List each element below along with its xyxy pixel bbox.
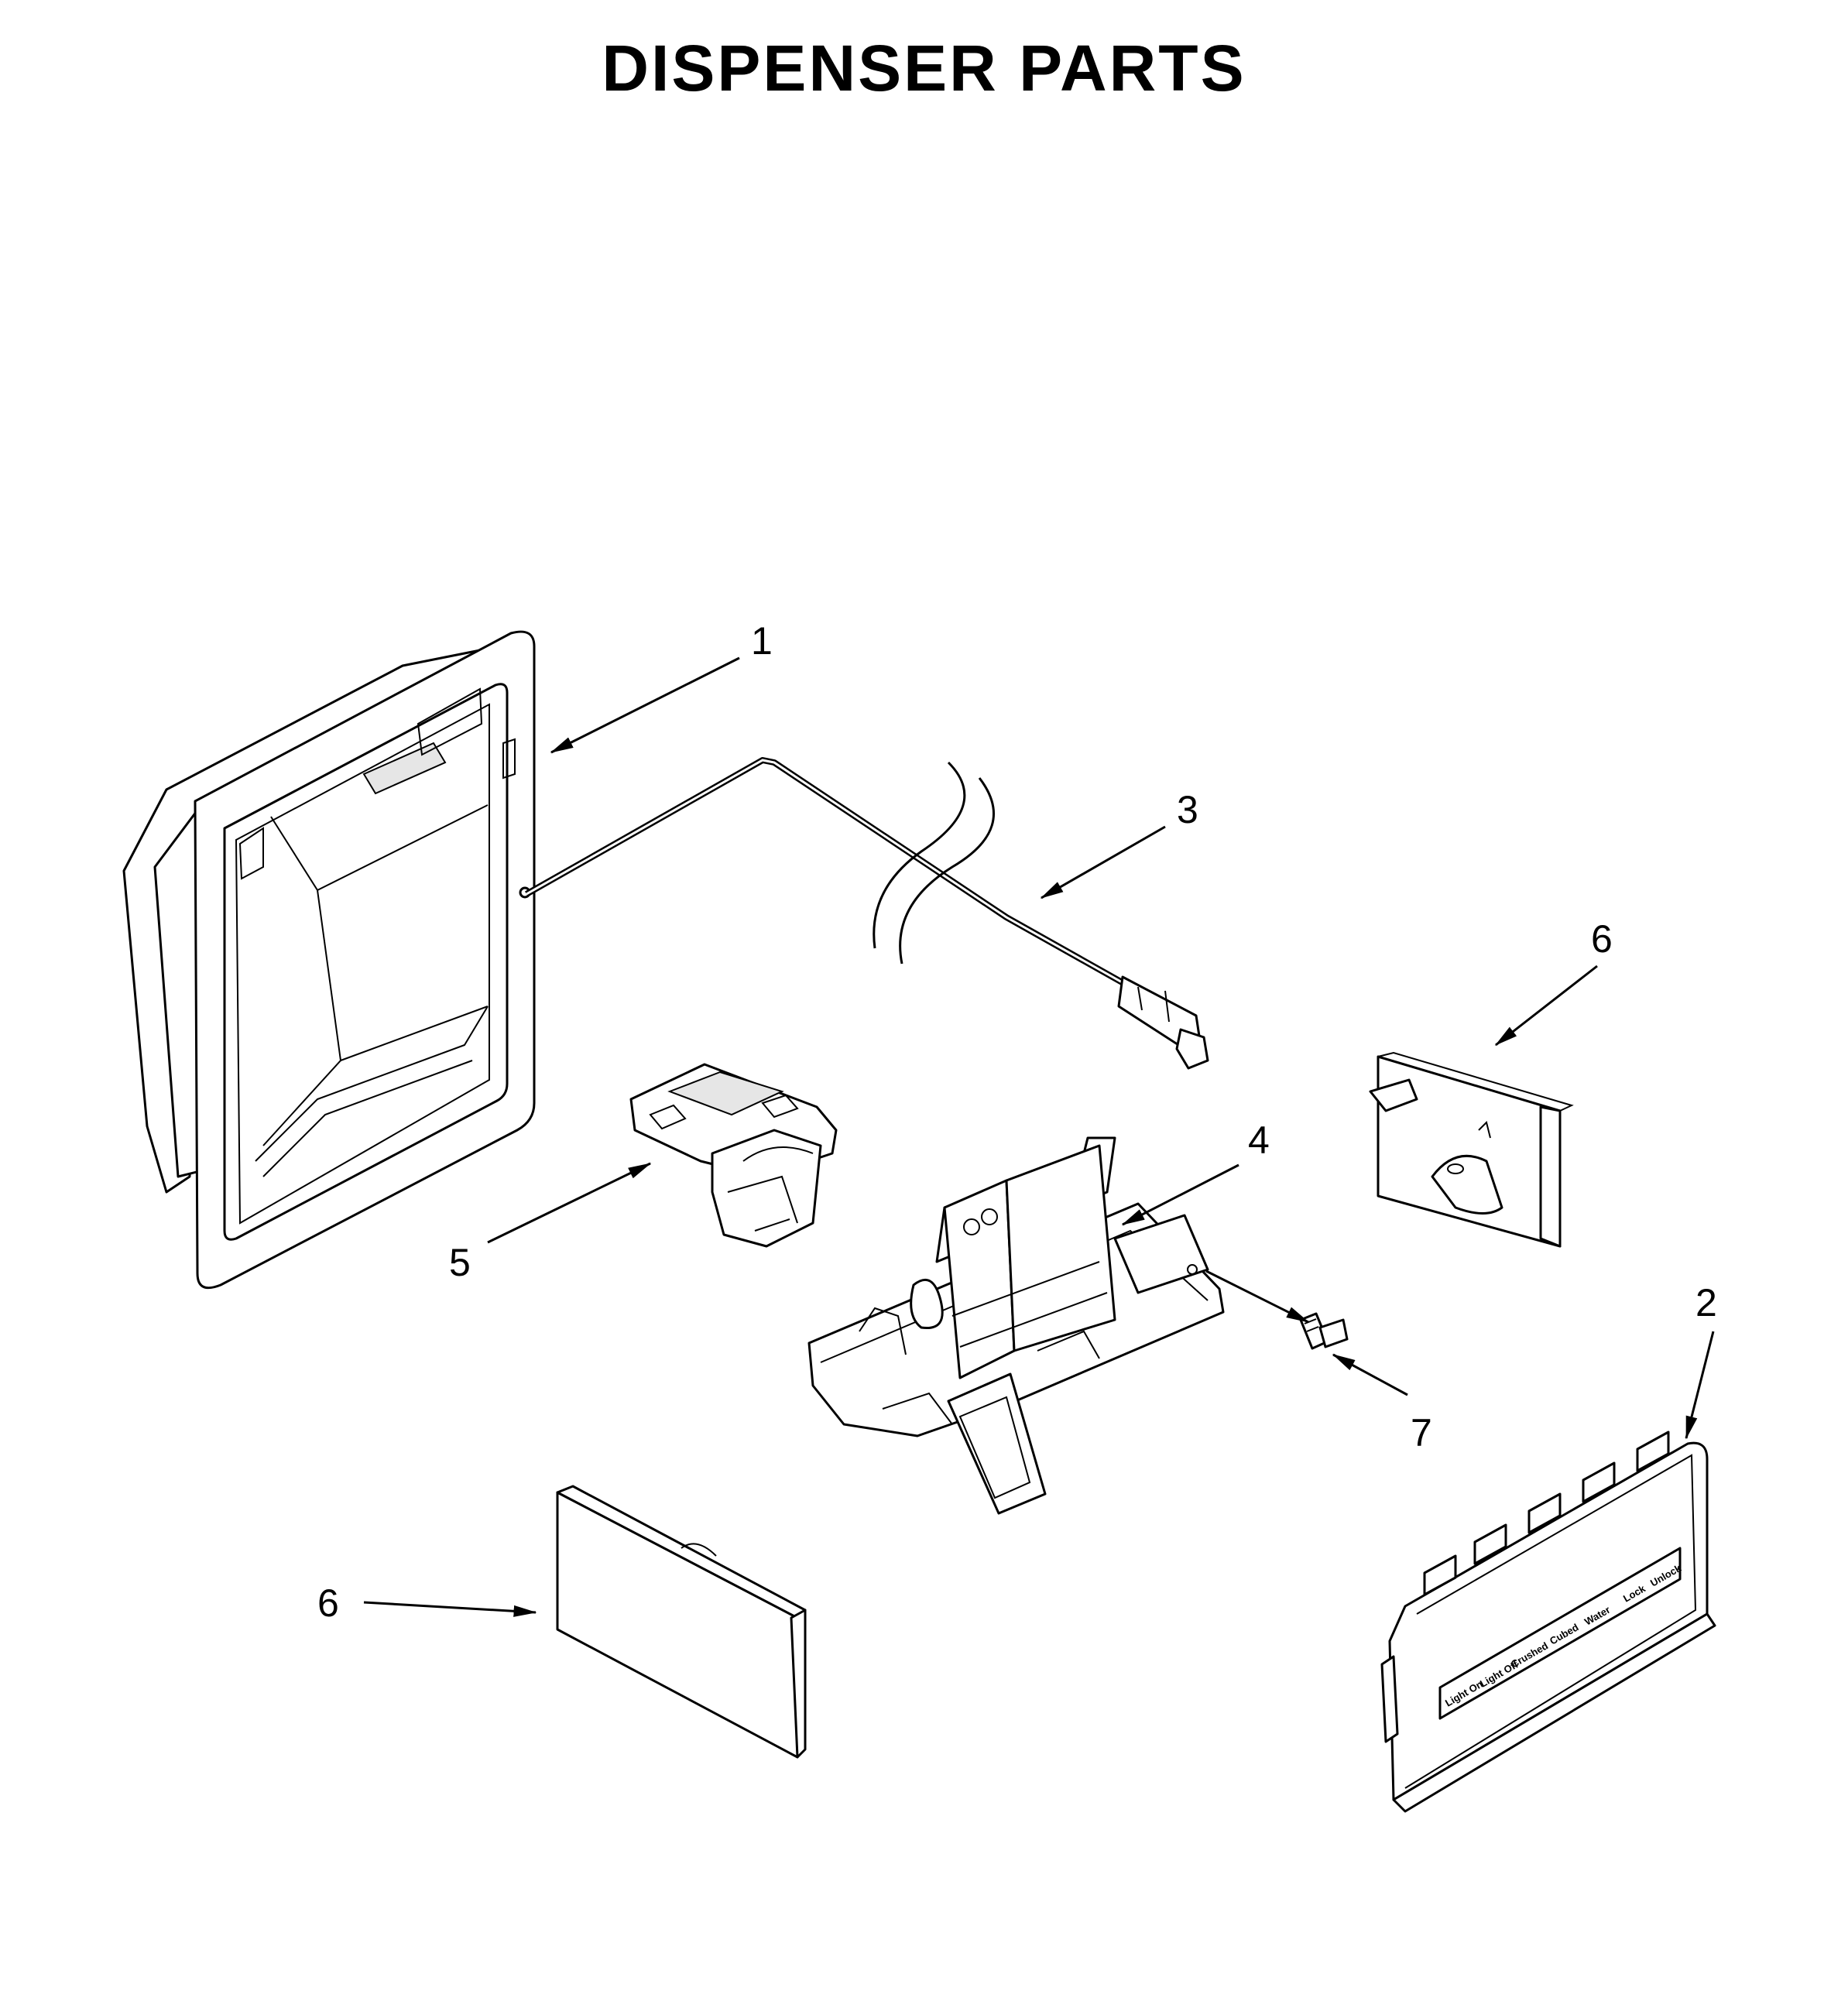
part-1-dispenser-housing bbox=[122, 630, 536, 1290]
leader-7-lower bbox=[1332, 1353, 1408, 1396]
leader-3 bbox=[1040, 825, 1166, 899]
part-3-water-tube bbox=[525, 757, 1209, 1070]
leader-6-lower bbox=[363, 1601, 537, 1617]
callout-labels: 1 2 3 4 5 6 6 7 bbox=[317, 619, 1717, 1625]
leader-6-upper bbox=[1494, 965, 1598, 1047]
leader-5 bbox=[487, 1162, 652, 1244]
part-7-screw bbox=[1299, 1312, 1349, 1350]
callout-7: 7 bbox=[1411, 1411, 1432, 1454]
panel-tabs bbox=[1423, 1431, 1670, 1596]
callout-1: 1 bbox=[751, 619, 773, 663]
callout-5: 5 bbox=[449, 1241, 471, 1284]
leader-lines bbox=[363, 656, 1715, 1617]
callout-2: 2 bbox=[1695, 1281, 1717, 1324]
page-title: DISPENSER PARTS bbox=[602, 32, 1246, 105]
callout-4: 4 bbox=[1248, 1119, 1270, 1162]
part-5-actuator bbox=[629, 1063, 838, 1248]
leader-1 bbox=[550, 656, 740, 754]
part-4-control-assembly bbox=[807, 1136, 1225, 1515]
callout-3: 3 bbox=[1177, 788, 1198, 831]
part-6-cover-lower bbox=[556, 1485, 807, 1759]
callout-6-upper: 6 bbox=[1591, 917, 1613, 961]
callout-6-lower: 6 bbox=[317, 1581, 339, 1625]
part-6-trim-upper bbox=[1369, 1051, 1574, 1248]
leader-4 bbox=[1121, 1163, 1239, 1226]
part-2-control-panel: Light On Light Off Crushed Cubed Water L… bbox=[1380, 1431, 1716, 1813]
leader-2 bbox=[1685, 1331, 1715, 1440]
leader-7-upper bbox=[1205, 1269, 1310, 1324]
